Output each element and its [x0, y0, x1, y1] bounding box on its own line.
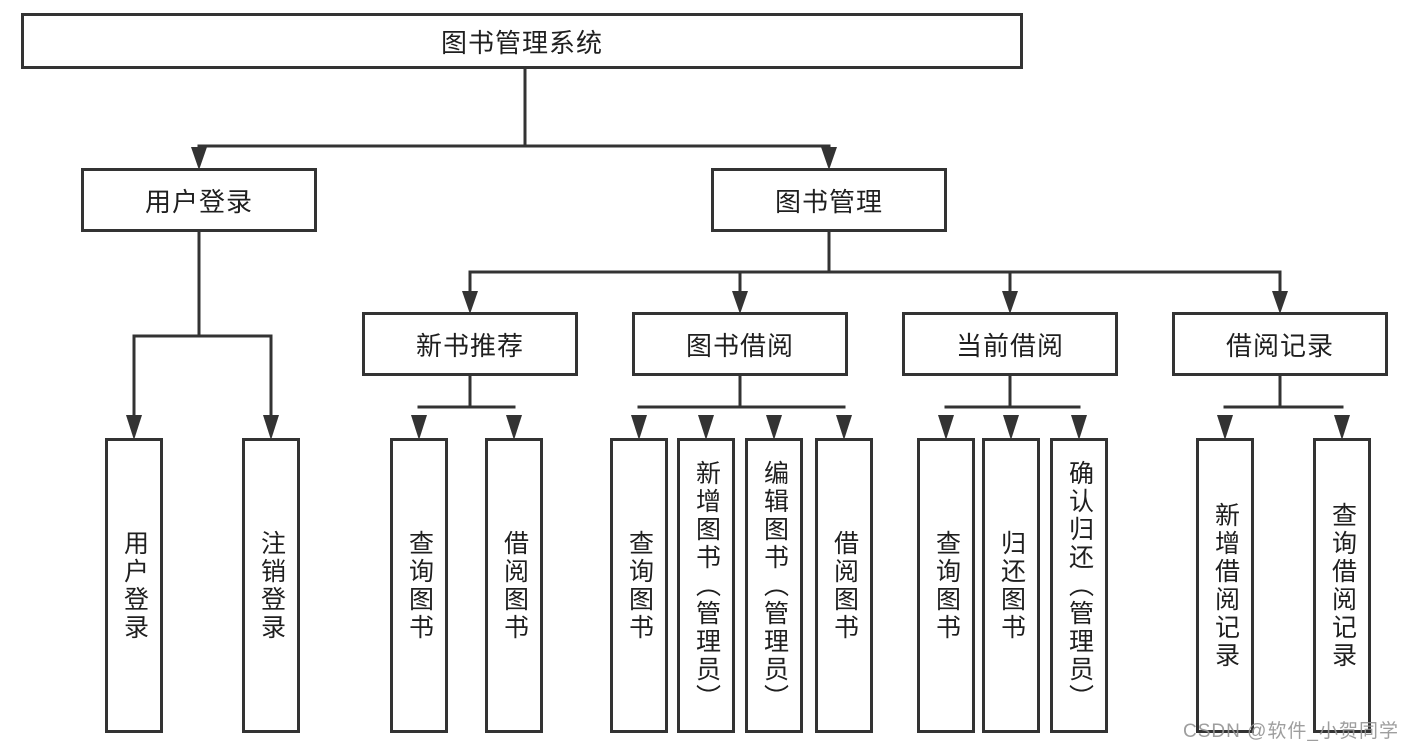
connector-lines	[132, 69, 1344, 418]
node-current-borrowing: 当前借阅	[902, 312, 1118, 376]
node-label: 查询图书	[932, 529, 961, 642]
node-label: 图书借阅	[685, 330, 794, 361]
node-label: 新增图书（管理员）	[692, 459, 721, 712]
node-book-borrowing: 图书借阅	[632, 312, 848, 376]
node-borrowing-records: 借阅记录	[1172, 312, 1388, 376]
leaf-confirm-return-admin: 确认归还（管理员）	[1050, 438, 1108, 733]
node-label: 借阅记录	[1225, 330, 1334, 361]
leaf-query-borrow-record: 查询借阅记录	[1313, 438, 1371, 733]
node-book-management: 图书管理	[711, 168, 947, 232]
node-label: 查询图书	[405, 529, 434, 642]
node-label: 归还图书	[997, 529, 1026, 642]
leaf-query-books: 查询图书	[917, 438, 975, 733]
node-label: 新书推荐	[415, 330, 524, 361]
leaf-edit-books-admin: 编辑图书（管理员）	[745, 438, 803, 733]
node-label: 借阅图书	[500, 529, 529, 642]
node-label: 图书管理系统	[440, 27, 603, 58]
node-label: 图书管理	[774, 186, 883, 217]
node-user-login: 用户登录	[81, 168, 317, 232]
leaf-query-books: 查询图书	[390, 438, 448, 733]
arrowheads	[126, 147, 1350, 440]
node-label: 注销登录	[257, 529, 286, 642]
node-label: 用户登录	[144, 186, 253, 217]
node-library-management-system: 图书管理系统	[21, 13, 1023, 69]
node-label: 查询图书	[625, 529, 654, 642]
leaf-borrow-books: 借阅图书	[485, 438, 543, 733]
node-label: 当前借阅	[955, 330, 1064, 361]
leaf-add-borrow-record: 新增借阅记录	[1196, 438, 1254, 733]
node-label: 查询借阅记录	[1328, 501, 1357, 670]
leaf-user-login: 用户登录	[105, 438, 163, 733]
leaf-return-books: 归还图书	[982, 438, 1040, 733]
leaf-query-books: 查询图书	[610, 438, 668, 733]
node-label: 编辑图书（管理员）	[760, 459, 789, 712]
leaf-borrow-books: 借阅图书	[815, 438, 873, 733]
node-label: 确认归还（管理员）	[1065, 459, 1094, 712]
node-label: 借阅图书	[830, 529, 859, 642]
leaf-add-books-admin: 新增图书（管理员）	[677, 438, 735, 733]
node-label: 用户登录	[120, 529, 149, 642]
node-new-book-recommendation: 新书推荐	[362, 312, 578, 376]
node-label: 新增借阅记录	[1211, 501, 1240, 670]
leaf-logout: 注销登录	[242, 438, 300, 733]
